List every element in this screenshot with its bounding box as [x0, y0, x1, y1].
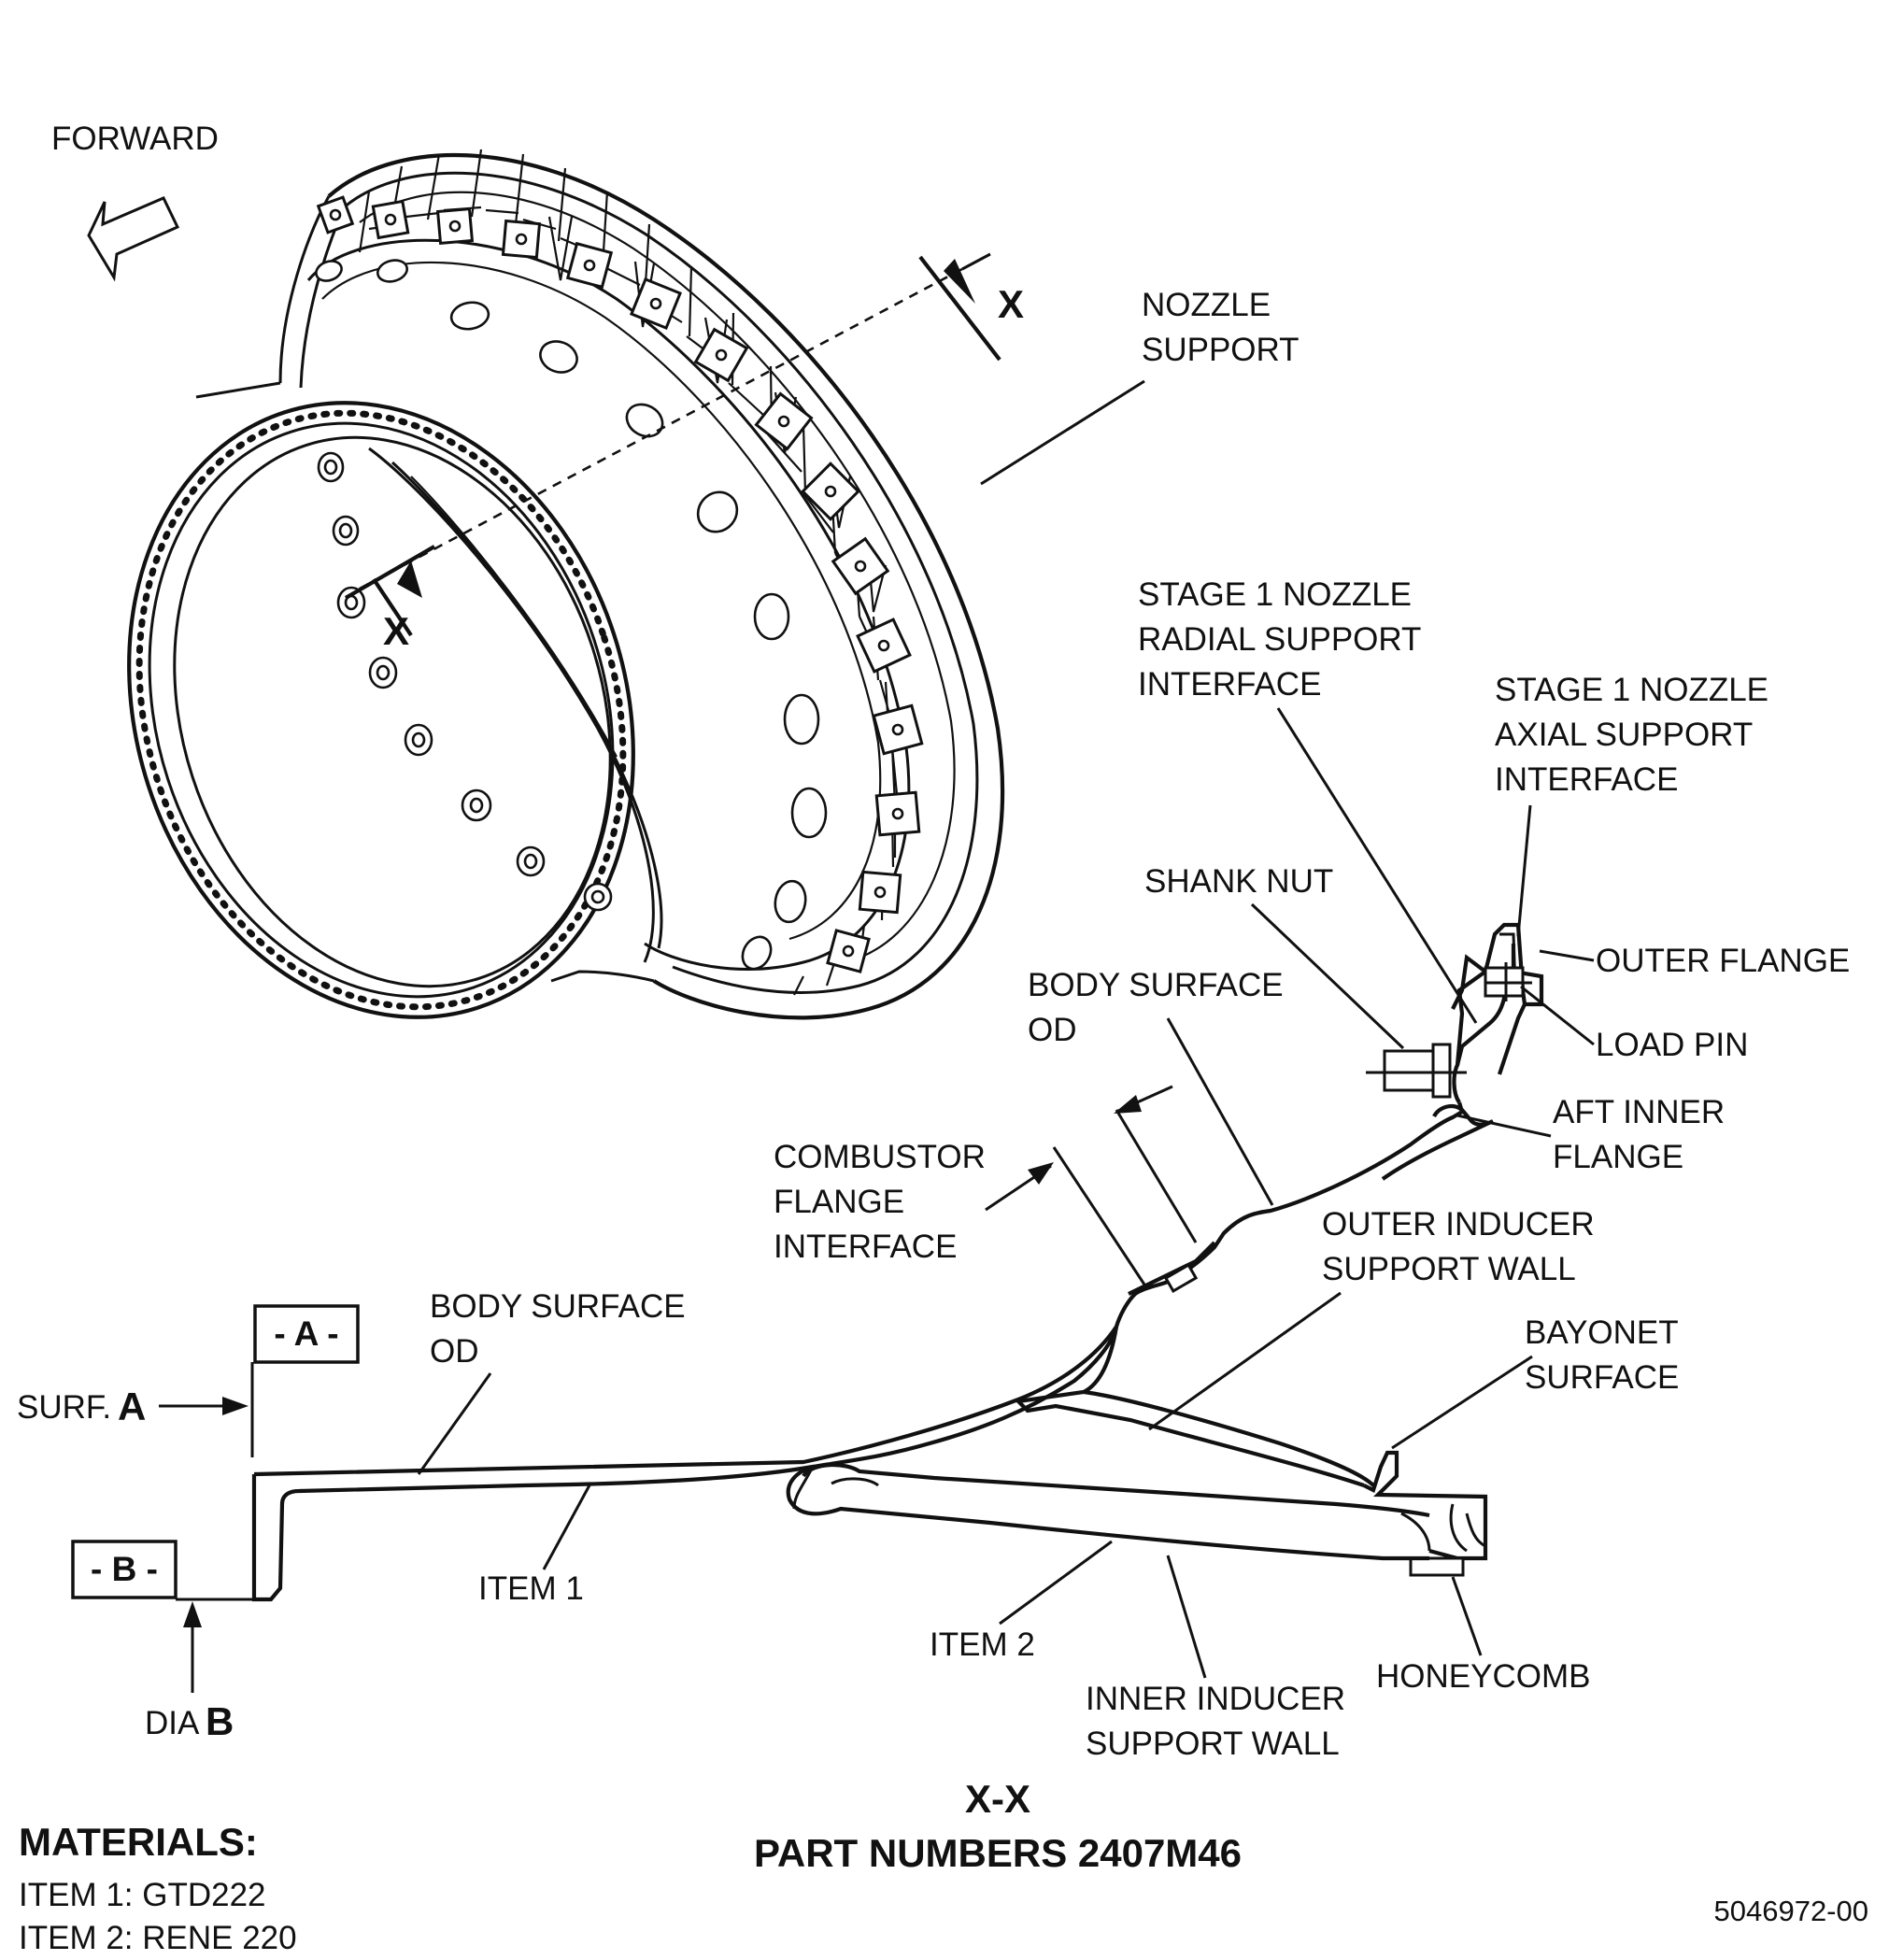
bayonet-label-1: BAYONET: [1525, 1314, 1679, 1351]
section-x-top: X: [998, 282, 1024, 326]
stage1-radial-leader: [1276, 707, 1478, 1024]
outer-inducer-label-1: OUTER INDUCER: [1322, 1206, 1595, 1243]
datum-a-box: [253, 1304, 360, 1364]
inner-inducer-leader: [1166, 1555, 1207, 1679]
datum-b-label: - B -: [91, 1550, 158, 1588]
item2-leader: [999, 1540, 1113, 1626]
bayonet-label-2: SURFACE: [1525, 1359, 1679, 1396]
dia-letter: B: [206, 1699, 234, 1743]
section-title: X-X: [965, 1777, 1030, 1821]
stage1-axial-label-2: AXIAL SUPPORT: [1495, 717, 1753, 753]
inner-inducer-label-2: SUPPORT WALL: [1086, 1726, 1340, 1762]
body-surface-lower-label-2: OD: [430, 1333, 479, 1370]
aft-inner-flange-label-2: FLANGE: [1553, 1139, 1683, 1175]
item2-label: ITEM 2: [930, 1626, 1035, 1663]
material-item2: ITEM 2: RENE 220: [19, 1920, 297, 1956]
bolt-circle: [135, 409, 627, 1011]
body-surface-upper-label-1: BODY SURFACE: [1028, 967, 1284, 1003]
nozzle-support-view: [127, 149, 1005, 1020]
stage1-axial-label-1: STAGE 1 NOZZLE: [1495, 672, 1768, 708]
body-surface-upper-leader: [1166, 1017, 1274, 1206]
surf-a-arrowhead: [222, 1397, 249, 1415]
body-surface-upper-label-2: OD: [1028, 1012, 1077, 1048]
datum-b-box: [71, 1540, 178, 1599]
outer-inducer-leader: [1148, 1291, 1342, 1431]
stage1-radial-label-2: RADIAL SUPPORT: [1138, 621, 1421, 658]
drawing-number: 5046972-00: [1714, 1895, 1869, 1927]
section-x-bottom: X: [383, 609, 409, 653]
combustor-label-1: COMBUSTOR: [774, 1139, 986, 1175]
part-numbers: PART NUMBERS 2407M46: [754, 1831, 1242, 1875]
bayonet-leader: [1391, 1355, 1533, 1450]
nozzle-support-label-2: SUPPORT: [1142, 332, 1300, 368]
shank-nut-leader: [1250, 902, 1405, 1050]
forward-label: FORWARD: [51, 121, 219, 157]
nozzle-support-leader: [980, 379, 1145, 486]
load-pin-leader: [1520, 985, 1595, 1046]
load-pin-label: LOAD PIN: [1596, 1027, 1748, 1063]
surf-prefix: SURF.: [17, 1389, 111, 1426]
inner-inducer-label-1: INNER INDUCER: [1086, 1681, 1345, 1717]
stage1-axial-label-3: INTERFACE: [1495, 761, 1678, 798]
forward-arrow: [87, 196, 180, 282]
materials-title: MATERIALS:: [19, 1820, 258, 1864]
material-item1: ITEM 1: GTD222: [19, 1877, 266, 1913]
aft-inner-flange-label-1: AFT INNER: [1553, 1094, 1725, 1130]
stage1-axial-leader: [1516, 804, 1532, 937]
combustor-interface-marks: [985, 1085, 1198, 1285]
body-surface-lower-label-1: BODY SURFACE: [430, 1288, 686, 1325]
item1-label: ITEM 1: [478, 1570, 584, 1607]
surf-letter: A: [118, 1385, 146, 1428]
combustor-label-3: INTERFACE: [774, 1229, 957, 1265]
honeycomb-label: HONEYCOMB: [1376, 1658, 1590, 1695]
honeycomb-leader: [1451, 1576, 1483, 1656]
aft-inner-flange-leader: [1456, 1114, 1552, 1138]
bolt-tabs: [316, 195, 924, 973]
outer-flange-leader: [1539, 949, 1595, 962]
bore-holes: [317, 451, 613, 912]
item1-leader: [542, 1483, 592, 1570]
body-surface-lower-leader: [417, 1372, 492, 1475]
cone-holes: [315, 259, 828, 971]
stage1-radial-label-3: INTERFACE: [1138, 666, 1321, 703]
shank-nut-label: SHANK NUT: [1144, 863, 1333, 900]
vane-segments: [358, 149, 899, 996]
section-xx-profile: [251, 922, 1544, 1602]
outer-inducer-label-2: SUPPORT WALL: [1322, 1251, 1576, 1287]
stage1-radial-label-1: STAGE 1 NOZZLE: [1138, 576, 1412, 613]
nozzle-support-label-1: NOZZLE: [1142, 287, 1271, 323]
datum-a-label: - A -: [274, 1314, 338, 1353]
combustor-label-2: FLANGE: [774, 1184, 904, 1220]
outer-flange-label: OUTER FLANGE: [1596, 943, 1850, 979]
dia-prefix: DIA: [145, 1705, 200, 1741]
dia-b-arrowhead: [183, 1601, 202, 1627]
